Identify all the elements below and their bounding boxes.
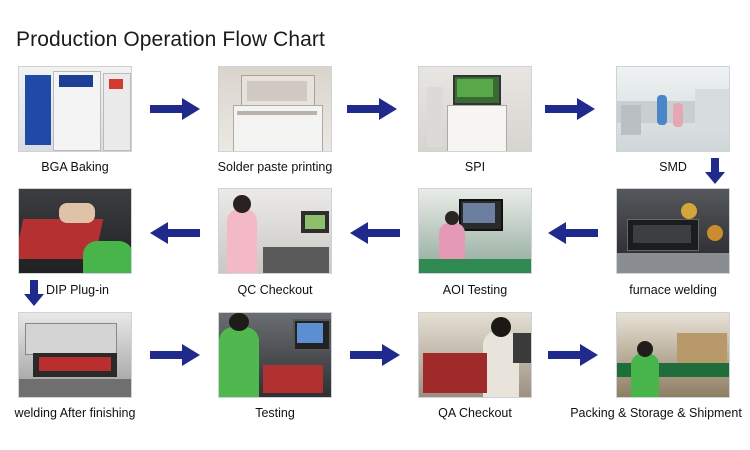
solder-paste-printing-photo bbox=[218, 66, 332, 152]
qa-checkout-photo bbox=[418, 312, 532, 398]
step-label-solder-paste-printing: Solder paste printing bbox=[217, 160, 333, 174]
arrow-right-icon bbox=[150, 98, 200, 120]
step-label-aoi-testing: AOI Testing bbox=[442, 283, 508, 297]
spi-photo bbox=[418, 66, 532, 152]
testing-photo bbox=[218, 312, 332, 398]
step-label-qc-checkout: QC Checkout bbox=[237, 283, 313, 297]
arrow-right-icon bbox=[548, 344, 598, 366]
arrow-left-icon bbox=[350, 222, 400, 244]
arrow-right-icon bbox=[350, 344, 400, 366]
arrow-right-icon bbox=[347, 98, 397, 120]
qc-checkout-photo bbox=[218, 188, 332, 274]
arrow-down-icon bbox=[705, 158, 725, 184]
step-label-packing-storage-shipment: Packing & Storage & Shipment bbox=[570, 406, 742, 420]
arrow-down-icon bbox=[24, 280, 44, 306]
step-label-furnace-welding: furnace welding bbox=[629, 283, 717, 297]
step-label-spi: SPI bbox=[464, 160, 486, 174]
dip-plug-in-photo bbox=[18, 188, 132, 274]
furnace-welding-photo bbox=[616, 188, 730, 274]
packing-storage-shipment-photo bbox=[616, 312, 730, 398]
bga-baking-photo bbox=[18, 66, 132, 152]
step-label-dip-plug-in: DIP Plug-in bbox=[46, 283, 109, 297]
step-label-smd: SMD bbox=[659, 160, 687, 174]
step-label-welding-after-finishing: welding After finishing bbox=[14, 406, 136, 420]
arrow-right-icon bbox=[545, 98, 595, 120]
arrow-right-icon bbox=[150, 344, 200, 366]
arrow-left-icon bbox=[150, 222, 200, 244]
arrow-left-icon bbox=[548, 222, 598, 244]
step-label-bga-baking: BGA Baking bbox=[41, 160, 109, 174]
step-label-testing: Testing bbox=[255, 406, 295, 420]
welding-after-finishing-photo bbox=[18, 312, 132, 398]
smd-photo bbox=[616, 66, 730, 152]
step-label-qa-checkout: QA Checkout bbox=[438, 406, 512, 420]
aoi-testing-photo bbox=[418, 188, 532, 274]
page-title: Production Operation Flow Chart bbox=[16, 28, 325, 51]
